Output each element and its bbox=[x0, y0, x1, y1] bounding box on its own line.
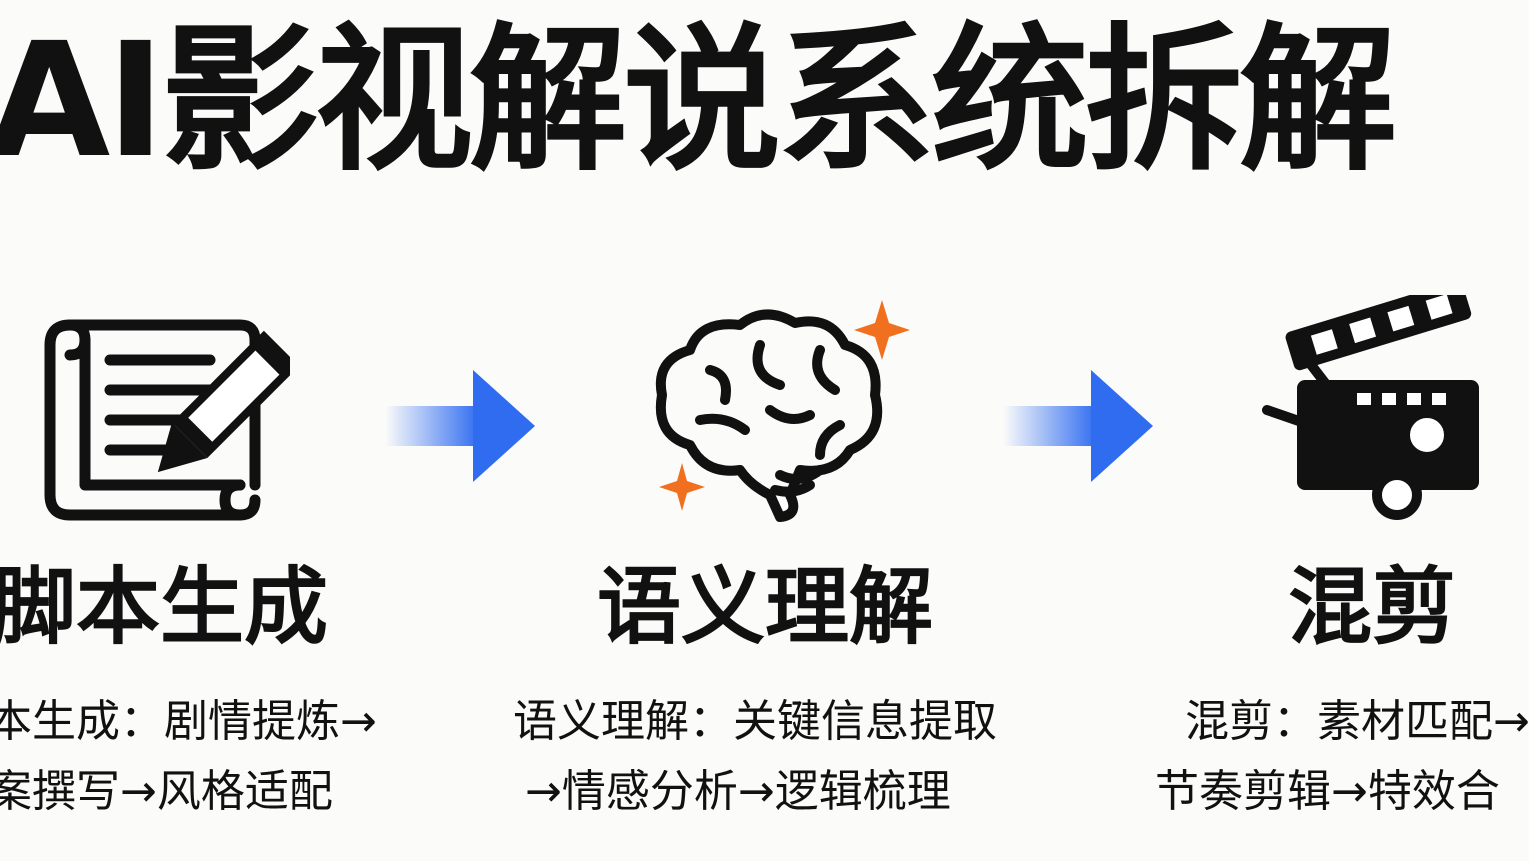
arrow-right-icon bbox=[1003, 370, 1153, 482]
step-heading-script: 脚本生成 bbox=[0, 558, 329, 656]
step-desc-line: 语义理解：关键信息提取 bbox=[513, 696, 997, 747]
arrow-right-icon bbox=[385, 370, 535, 482]
clapperboard-scissors-icon bbox=[1262, 295, 1479, 520]
script-scroll-pencil-icon bbox=[44, 319, 290, 521]
step-desc-line: 混剪：素材匹配→ bbox=[1185, 696, 1529, 747]
step-heading-remix: 混剪 bbox=[1288, 558, 1457, 656]
page-title: AI影视解说系统拆解 bbox=[0, 9, 1397, 193]
brain-sparkle-icon bbox=[655, 300, 910, 522]
step-desc-line: 案撰写→风格适配 bbox=[0, 766, 333, 817]
step-heading-semantic: 语义理解 bbox=[597, 558, 934, 656]
step-desc-line: 本生成：剧情提炼→ bbox=[0, 696, 377, 747]
step-desc-line: →情感分析→逻辑梳理 bbox=[525, 766, 951, 817]
step-desc-line: 节奏剪辑→特效合 bbox=[1155, 766, 1500, 817]
